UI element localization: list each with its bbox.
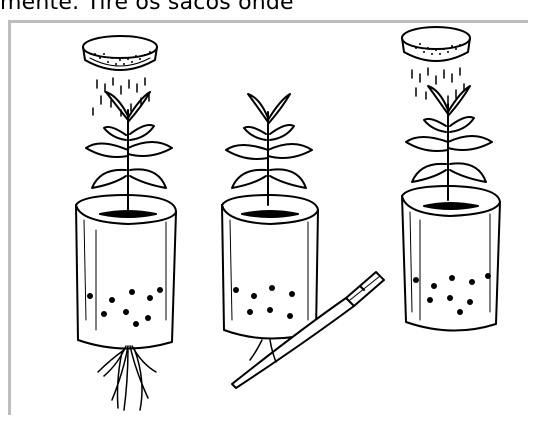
plant-bag-icon	[76, 195, 176, 349]
water-drops-icon	[412, 68, 464, 103]
panel-2	[222, 94, 384, 388]
watering-can-rose-icon	[83, 36, 157, 70]
panel-1	[76, 36, 176, 410]
roots-icon	[98, 346, 156, 410]
plant-icon	[226, 94, 312, 205]
plant-bag-icon	[222, 195, 318, 339]
plant-icon	[86, 92, 172, 210]
panel-3	[402, 27, 500, 331]
plant-bag-icon	[402, 186, 500, 331]
plant-icon	[406, 86, 492, 200]
watering-can-rose-icon	[402, 27, 470, 61]
